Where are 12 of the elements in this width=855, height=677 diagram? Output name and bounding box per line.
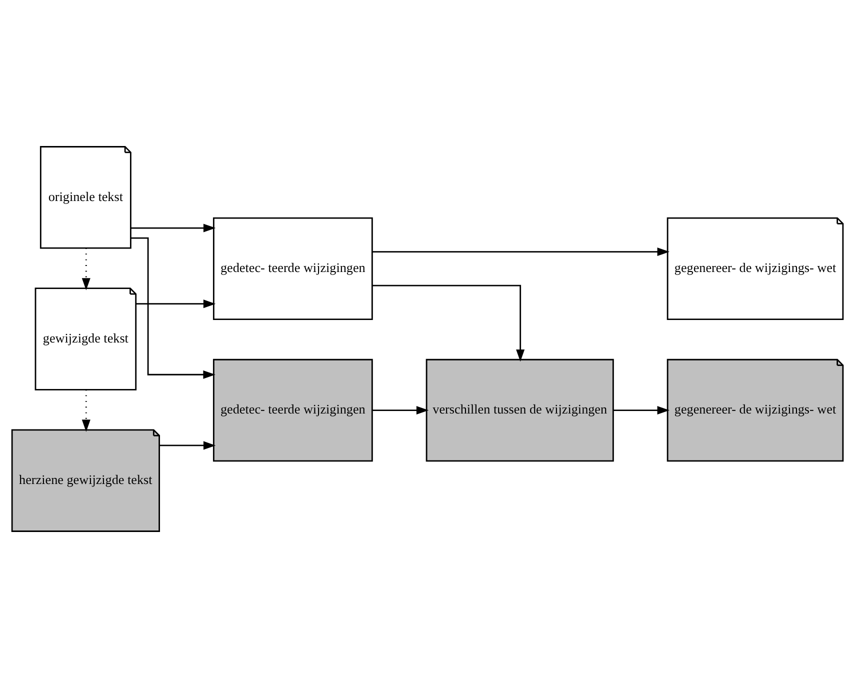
node-box: gedetec- teerde wijzigingen xyxy=(212,358,373,462)
node-box: verschillen tussen de wijzigingen xyxy=(426,358,614,462)
arrow xyxy=(82,389,90,432)
arrow xyxy=(372,247,670,256)
node-box: gedetec- teerde wijzigingen xyxy=(212,216,373,320)
arrow xyxy=(136,299,216,308)
arrow xyxy=(372,406,429,414)
arrow xyxy=(159,440,216,450)
arrow xyxy=(130,223,216,232)
arrow xyxy=(613,406,670,414)
arrow xyxy=(82,248,90,290)
arrow xyxy=(372,284,525,362)
